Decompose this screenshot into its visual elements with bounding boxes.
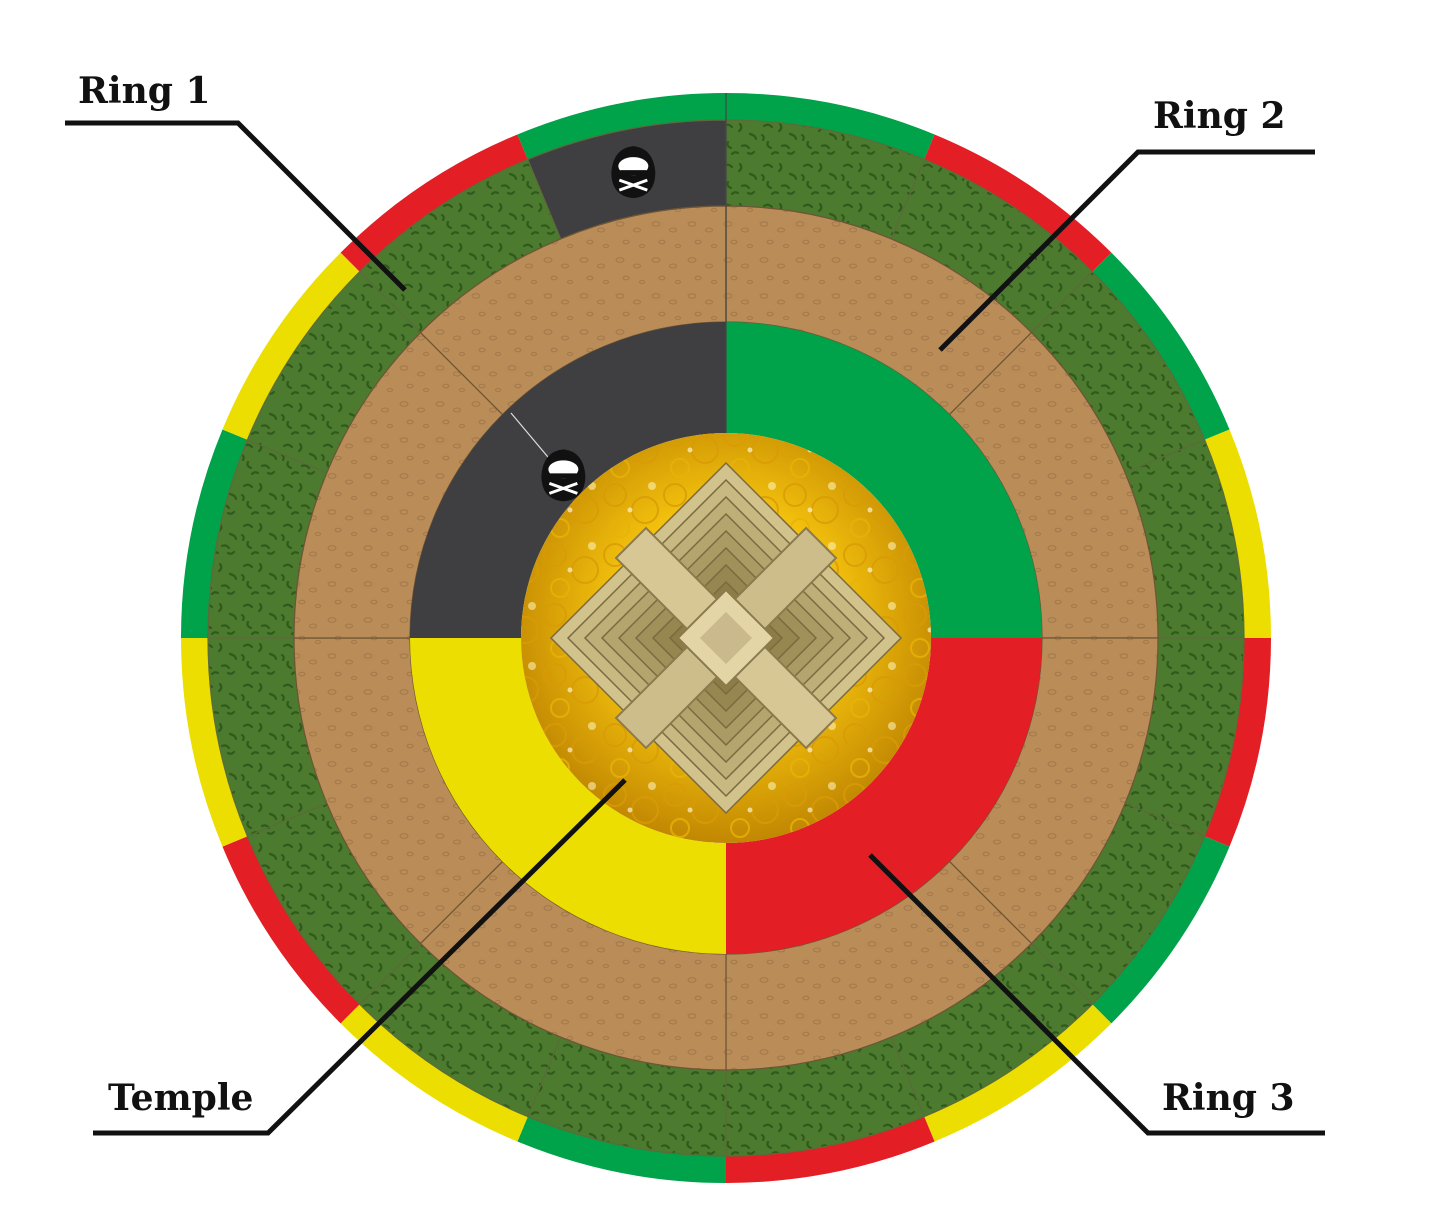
temple <box>521 433 931 843</box>
explorer-head-icon[interactable] <box>611 146 656 199</box>
callout-ring-3: Ring 3 <box>868 853 1325 1136</box>
label-ring-3: Ring 3 <box>1162 1077 1295 1119</box>
rim-segment-16 <box>517 93 726 160</box>
rim-segment-10 <box>340 1004 528 1142</box>
label-ring-1: Ring 1 <box>78 70 211 112</box>
player-markers <box>510 146 656 502</box>
callout-ring-2: Ring 2 <box>938 95 1315 352</box>
callout-ring-1: Ring 1 <box>65 70 407 292</box>
rim-segment-1 <box>726 93 935 160</box>
outer-rim <box>181 93 1271 1183</box>
rim-segment-2 <box>924 134 1112 272</box>
explorer-mustache <box>548 481 578 495</box>
ring-1 <box>207 119 1245 1157</box>
rim-segment-7 <box>924 1004 1112 1142</box>
rim-segment-12 <box>181 638 248 847</box>
rim-segment-6 <box>1092 836 1230 1024</box>
ring-3-quadrant-2[interactable] <box>726 638 1042 954</box>
explorer-head-icon[interactable] <box>541 449 586 502</box>
ring-3-quadrant-1[interactable] <box>726 322 1042 638</box>
explorer-hat-band <box>620 170 647 176</box>
pyramid-icon <box>549 461 903 815</box>
rim-segment-3 <box>1092 252 1230 440</box>
callout-temple: Temple <box>93 778 627 1136</box>
rim-segment-5 <box>1204 638 1271 847</box>
rim-segment-8 <box>726 1116 935 1183</box>
rim-segment-11 <box>222 836 360 1024</box>
explorer-hat-band <box>550 473 577 479</box>
label-temple: Temple <box>108 1077 253 1119</box>
rim-segment-13 <box>181 429 248 638</box>
ring-3-quadrant-3[interactable] <box>410 638 726 954</box>
label-ring-2: Ring 2 <box>1153 95 1286 137</box>
rim-segment-4 <box>1204 429 1271 638</box>
pyramid-apex <box>700 612 752 664</box>
explorer-mustache <box>618 178 648 192</box>
ring-2 <box>293 205 1159 1071</box>
rim-segment-15 <box>340 134 528 272</box>
rim-segment-9 <box>517 1116 726 1183</box>
rim-segment-14 <box>222 252 360 440</box>
